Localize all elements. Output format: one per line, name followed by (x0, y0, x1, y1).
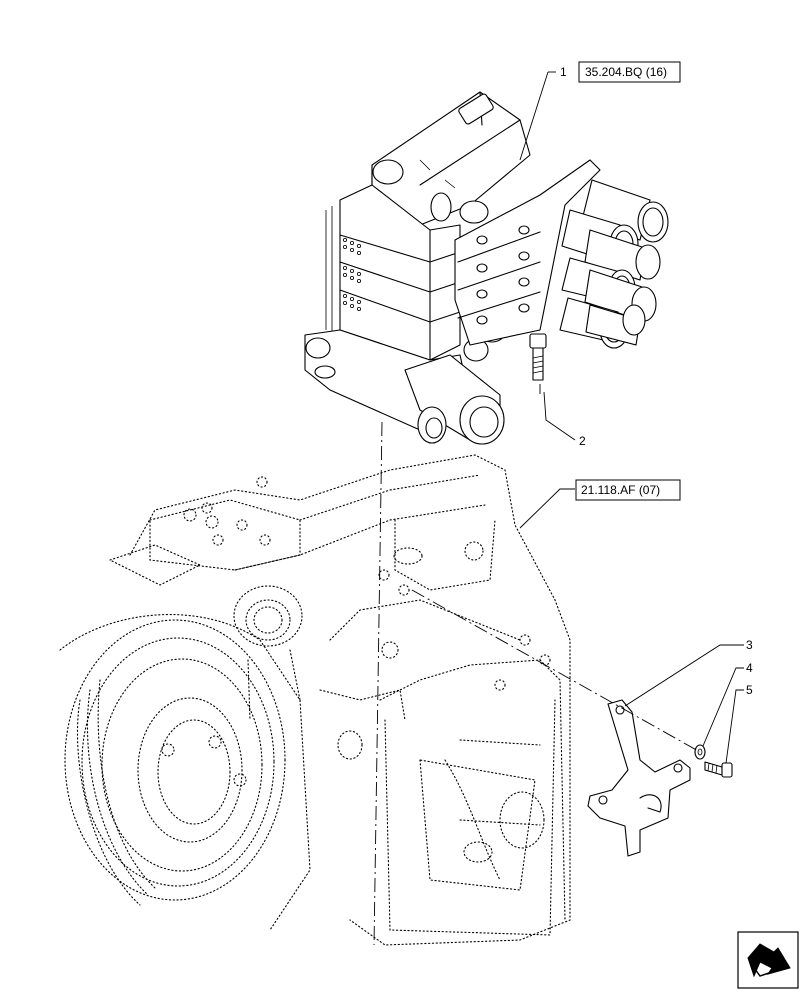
housing-reference: 21.118.AF (07) (575, 479, 681, 501)
control-valve-assembly-drawing (304, 91, 669, 445)
transmission-housing-drawing (59, 454, 571, 946)
quick-coupler-group (559, 179, 669, 349)
callout-number-1: 1 (560, 65, 567, 79)
callout-number-5: 5 (746, 683, 753, 697)
assembly-center-lines (373, 384, 701, 946)
callout-number-3: 3 (746, 638, 753, 652)
leader-lines (519, 71, 744, 764)
housing-reference-text: 21.118.AF (07) (581, 483, 660, 497)
bolt-item-2-drawing (529, 333, 547, 381)
callout-number-4: 4 (746, 661, 753, 675)
bracket-item-3-drawing (587, 699, 691, 857)
callout-number-2: 2 (579, 434, 586, 448)
screw-item-5-drawing (704, 761, 733, 778)
next-page-arrow-icon[interactable] (737, 931, 799, 989)
callout-1: 1 35.204.BQ (16) (560, 61, 681, 83)
callout-reference-1: 35.204.BQ (16) (585, 65, 667, 79)
